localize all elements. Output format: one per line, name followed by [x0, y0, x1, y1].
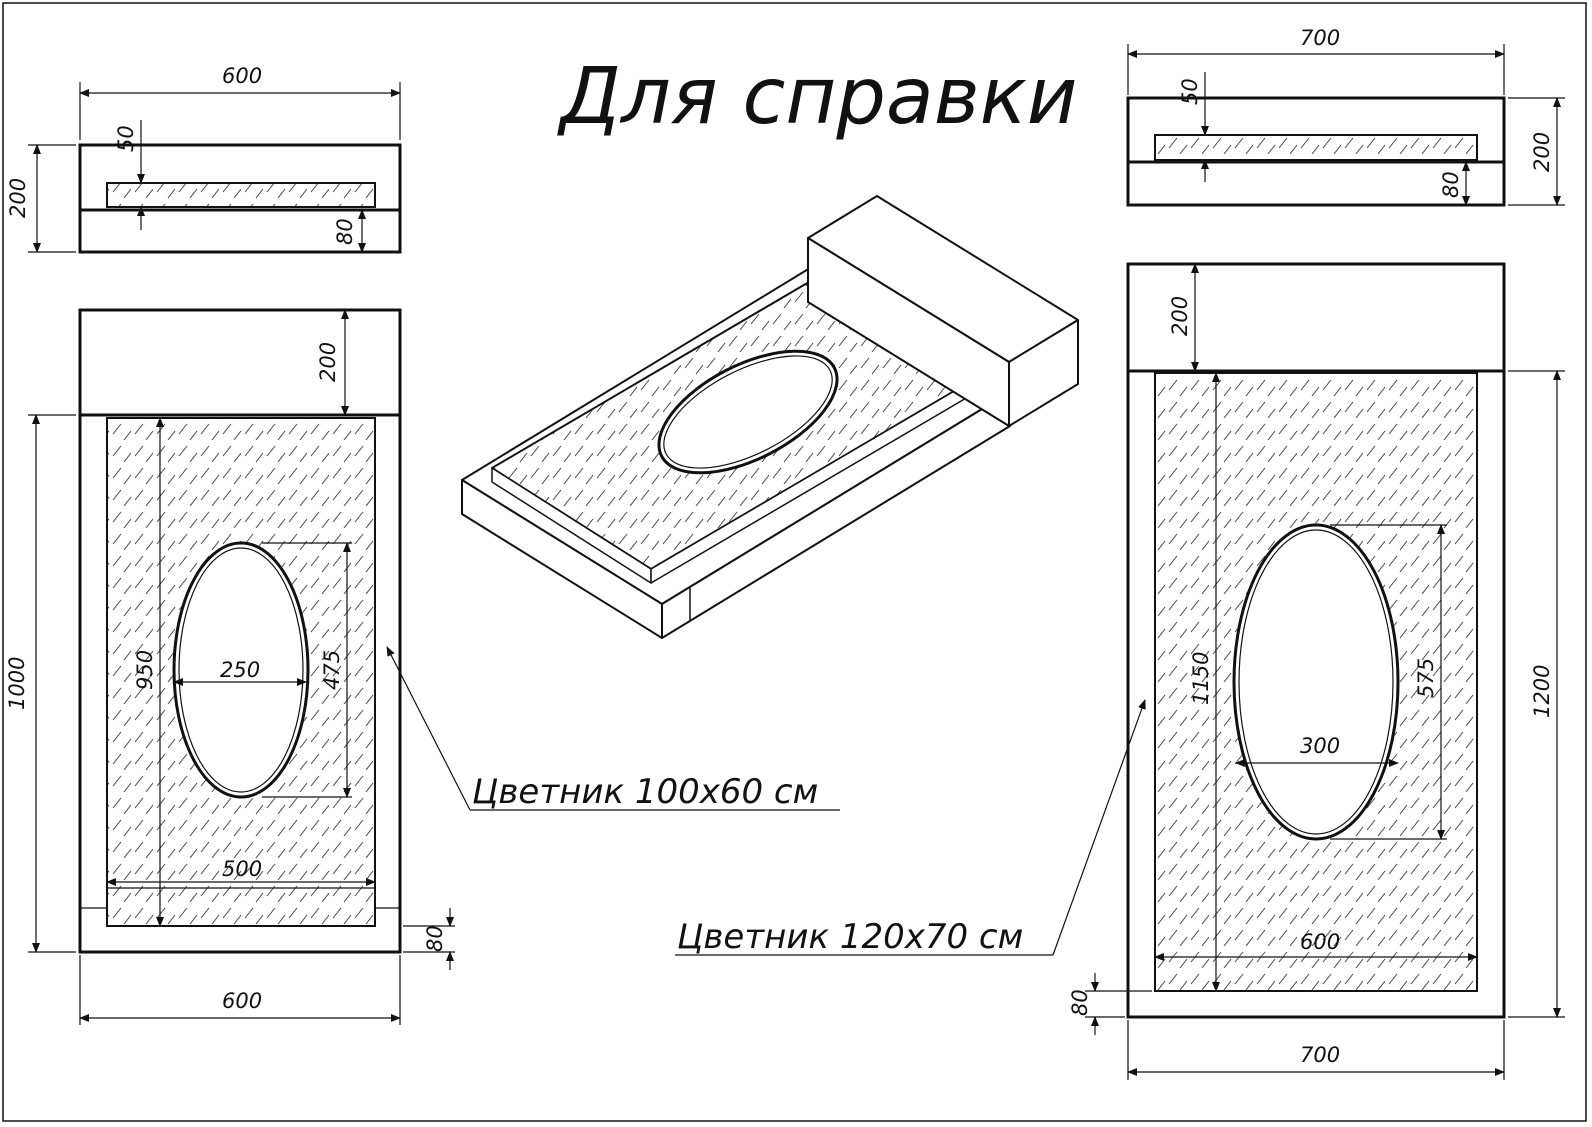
page-title: Для справки	[557, 52, 1077, 142]
large-inner-length-dim: 1150	[1189, 652, 1213, 705]
small-oval-width-dim: 250	[220, 658, 260, 682]
small-top-base-dim: 80	[333, 218, 357, 245]
small-top-view: 600 200 50 80	[6, 64, 402, 254]
large-top-width-dim: 700	[1300, 26, 1340, 50]
large-top-height-dim: 200	[1530, 132, 1554, 172]
large-plan-view: 200 1200 1150 300 575 600 80 700	[1068, 262, 1565, 1080]
small-flowerbed-label: Цветник 100х60 см	[472, 772, 818, 812]
large-length-dim: 1200	[1530, 665, 1554, 718]
small-head-dim: 200	[316, 342, 340, 382]
large-head-dim: 200	[1168, 296, 1192, 336]
small-top-inner-dim: 50	[114, 125, 138, 152]
small-top-height-dim: 200	[6, 178, 30, 218]
small-oval-cutout	[172, 541, 310, 799]
small-top-width-dim: 600	[222, 64, 262, 88]
iso-oval-cutout	[657, 349, 839, 475]
small-width-dim: 600	[222, 989, 262, 1013]
large-inner-width-dim: 600	[1300, 930, 1340, 954]
large-oval-cutout	[1232, 523, 1400, 841]
small-length-dim: 1000	[5, 657, 29, 710]
large-top-base-dim: 80	[1439, 171, 1463, 198]
small-inner-width-dim: 500	[222, 857, 262, 881]
small-border-dim: 80	[423, 925, 447, 952]
large-top-inner-dim: 50	[1178, 78, 1202, 105]
large-width-dim: 700	[1300, 1043, 1340, 1067]
large-oval-height-dim: 575	[1414, 658, 1438, 698]
small-label-group: Цветник 100х60 см	[386, 646, 840, 812]
large-top-view: 700 200 50 80	[1126, 26, 1565, 207]
small-oval-height-dim: 475	[320, 650, 344, 690]
isometric-view	[461, 195, 1079, 639]
small-inner-length-dim: 950	[133, 650, 157, 690]
large-label-group: Цветник 120х70 см	[675, 699, 1146, 957]
large-border-dim: 80	[1068, 989, 1092, 1016]
large-oval-width-dim: 300	[1300, 734, 1340, 758]
large-flowerbed-label: Цветник 120х70 см	[677, 917, 1023, 957]
small-plan-view: 200 1000 950 250 475 500 80 600	[5, 308, 455, 1025]
